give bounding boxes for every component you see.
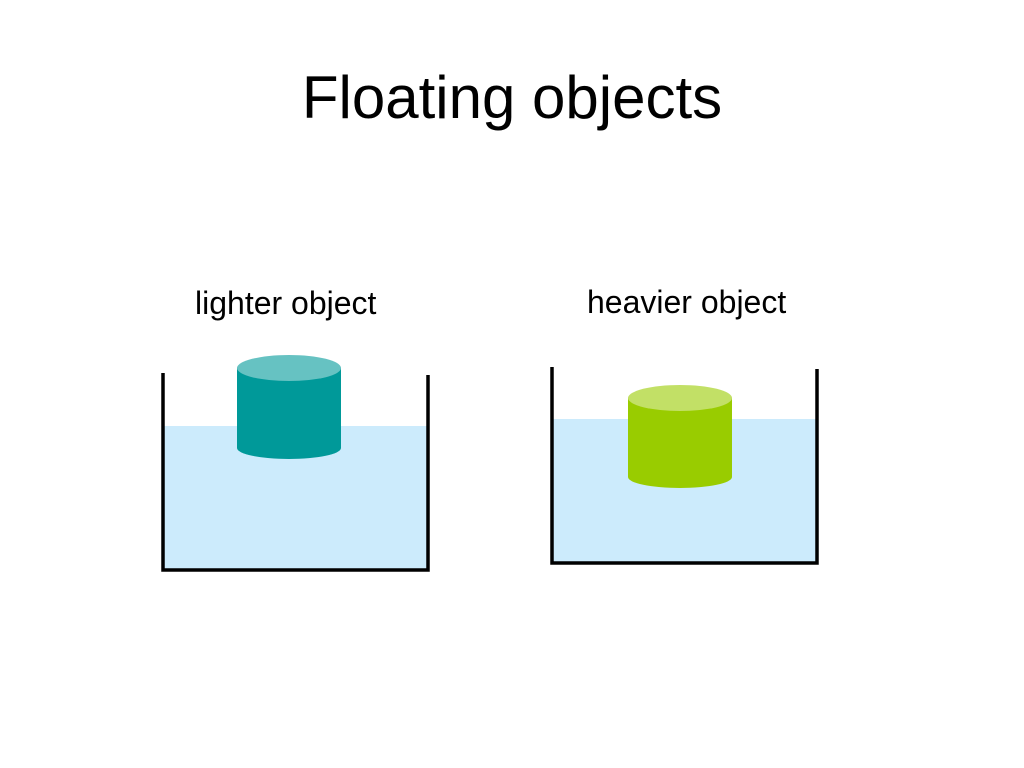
slide-title: Floating objects <box>301 64 723 131</box>
heavier-cylinder-body <box>628 398 732 488</box>
heavier-object-label: heavier object <box>587 284 787 320</box>
lighter-object-label: lighter object <box>195 285 377 321</box>
lighter-cylinder-top <box>237 355 341 381</box>
lighter-container <box>161 373 430 572</box>
heavier-scene <box>550 367 819 565</box>
lighter-scene <box>161 355 430 572</box>
lighter-cylinder <box>237 355 341 459</box>
heavier-cylinder <box>628 385 732 488</box>
lighter-cylinder-body <box>237 368 341 459</box>
heavier-container <box>550 367 819 565</box>
heavier-cylinder-top <box>628 385 732 411</box>
